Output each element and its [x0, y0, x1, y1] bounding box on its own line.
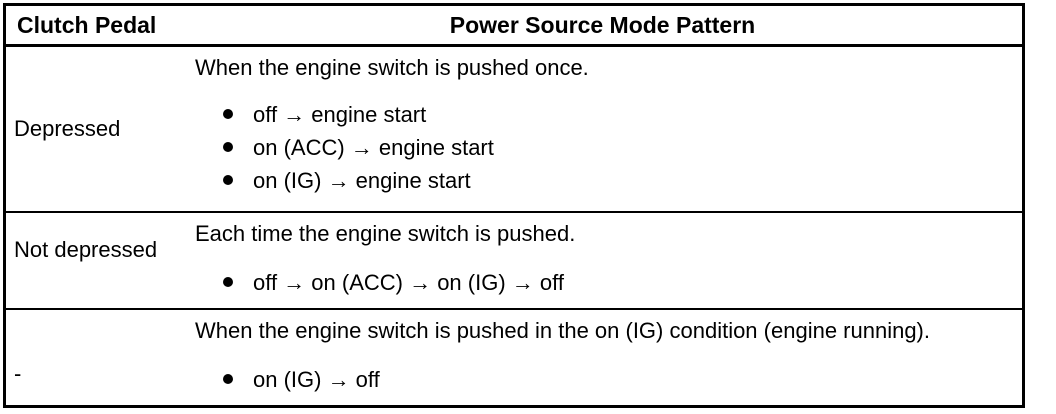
- pattern-wrapper: When the engine switch is pushed in the …: [183, 310, 1022, 394]
- pattern-lead-text: When the engine switch is pushed once.: [195, 55, 589, 80]
- condition-label: -: [14, 361, 22, 387]
- pattern-bullet-list: off → engine start on (ACC) → engine sta…: [195, 100, 1022, 195]
- pattern-wrapper: Each time the engine switch is pushed. o…: [183, 213, 1022, 297]
- bullet-dot-icon: [223, 374, 233, 385]
- pattern-cell-none: When the engine switch is pushed in the …: [183, 309, 1022, 405]
- table-header-row: Clutch Pedal Power Source Mode Pattern: [6, 6, 1022, 47]
- pattern-cell-depressed: When the engine switch is pushed once. o…: [183, 45, 1022, 214]
- header-cell-clutch-pedal: Clutch Pedal: [6, 6, 183, 47]
- condition-label: Not depressed: [14, 237, 158, 263]
- bullet-dot-icon: [223, 109, 233, 120]
- list-item-text: on (IG) → off: [253, 366, 380, 392]
- pattern-wrapper: When the engine switch is pushed once. o…: [183, 47, 1022, 195]
- bullet-dot-icon: [223, 175, 233, 186]
- header-cell-power-source-mode-pattern: Power Source Mode Pattern: [183, 6, 1022, 47]
- list-item: on (IG) → off: [195, 365, 1022, 394]
- condition-wrapper: Not depressed: [6, 213, 183, 308]
- list-item: on (ACC) → engine start: [195, 133, 1022, 162]
- condition-cell-not-depressed: Not depressed: [6, 212, 183, 311]
- condition-cell-depressed: Depressed: [6, 45, 183, 214]
- list-item-text: off → engine start: [253, 101, 427, 127]
- condition-cell-none: -: [6, 309, 183, 405]
- bullet-dot-icon: [223, 277, 233, 288]
- table-row: Not depressed Each time the engine switc…: [6, 212, 1022, 311]
- pattern-cell-not-depressed: Each time the engine switch is pushed. o…: [183, 212, 1022, 311]
- table-row: - When the engine switch is pushed in th…: [6, 309, 1022, 405]
- list-item-text: on (ACC) → engine start: [253, 134, 494, 160]
- bullet-dot-icon: [223, 142, 233, 153]
- condition-wrapper: -: [6, 310, 183, 405]
- pattern-bullet-list: off → on (ACC) → on (IG) → off: [195, 268, 1022, 297]
- pattern-bullet-list: on (IG) → off: [195, 365, 1022, 394]
- condition-label: Depressed: [14, 116, 121, 141]
- table-row: Depressed When the engine switch is push…: [6, 45, 1022, 214]
- pattern-lead-text: When the engine switch is pushed in the …: [195, 318, 930, 344]
- header-label-power-source-mode-pattern: Power Source Mode Pattern: [449, 12, 756, 38]
- list-item: off → on (ACC) → on (IG) → off: [195, 268, 1022, 297]
- power-source-mode-table: Clutch Pedal Power Source Mode Pattern D…: [3, 3, 1025, 408]
- header-label-clutch-pedal: Clutch Pedal: [17, 12, 157, 38]
- list-item-text: on (IG) → engine start: [253, 167, 471, 193]
- pattern-lead-text: Each time the engine switch is pushed.: [195, 221, 576, 247]
- list-item: off → engine start: [195, 100, 1022, 129]
- condition-wrapper: Depressed: [6, 47, 183, 211]
- list-item-text: off → on (ACC) → on (IG) → off: [253, 269, 564, 295]
- table: Clutch Pedal Power Source Mode Pattern D…: [6, 6, 1022, 405]
- list-item: on (IG) → engine start: [195, 166, 1022, 195]
